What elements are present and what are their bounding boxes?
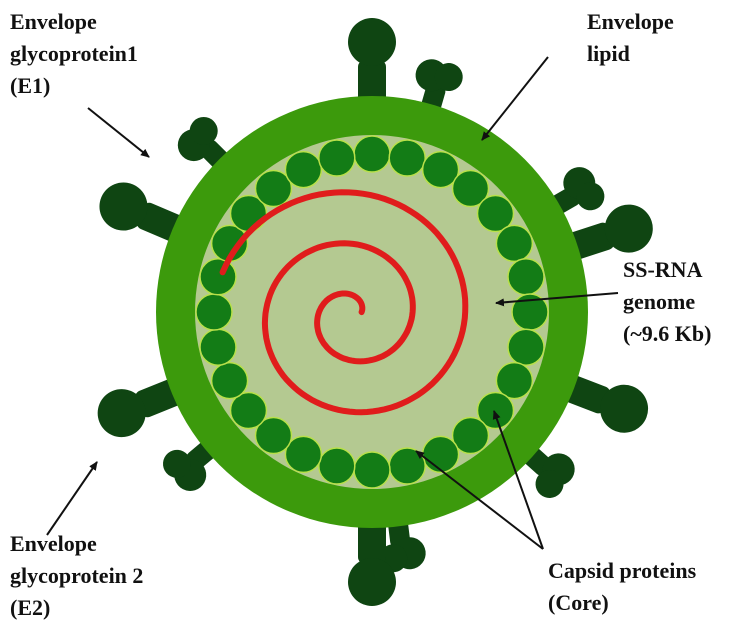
label-e1-line-1: Envelope: [10, 6, 138, 38]
capsid-protein: [196, 294, 232, 330]
capsid-protein: [423, 436, 459, 472]
label-capsid-line-1: Capsid proteins: [548, 555, 696, 587]
virus-interior: [195, 135, 549, 489]
capsid-protein: [354, 136, 390, 172]
label-e1-line-3: (E1): [10, 70, 138, 102]
label-rna-line-3: (~9.6 Kb): [623, 318, 711, 350]
label-e2-line-3: (E2): [10, 592, 143, 624]
label-lipid-line-1: Envelope: [587, 6, 674, 38]
label-e2-line-2: glycoprotein 2: [10, 560, 143, 592]
capsid-protein: [354, 452, 390, 488]
label-e1-line-2: glycoprotein1: [10, 38, 138, 70]
label-e2-line-1: Envelope: [10, 528, 143, 560]
label-rna-line-2: genome: [623, 286, 711, 318]
label-capsid: Capsid proteins (Core): [548, 555, 696, 619]
arrow-lipid: [482, 57, 548, 140]
capsid-protein: [389, 140, 425, 176]
capsid-protein: [285, 152, 321, 188]
label-rna-genome: SS-RNA genome (~9.6 Kb): [623, 254, 711, 350]
capsid-protein: [319, 140, 355, 176]
label-capsid-line-2: (Core): [548, 587, 696, 619]
capsid-protein: [200, 329, 236, 365]
capsid-protein: [508, 259, 544, 295]
label-envelope-lipid: Envelope lipid: [587, 6, 674, 70]
capsid-protein: [200, 259, 236, 295]
label-e1: Envelope glycoprotein1 (E1): [10, 6, 138, 102]
capsid-protein: [212, 363, 248, 399]
arrow-e1: [88, 108, 149, 157]
label-e2: Envelope glycoprotein 2 (E2): [10, 528, 143, 624]
label-lipid-line-2: lipid: [587, 38, 674, 70]
arrow-e2: [47, 462, 97, 535]
capsid-protein: [508, 329, 544, 365]
capsid-protein: [496, 225, 532, 261]
label-rna-line-1: SS-RNA: [623, 254, 711, 286]
capsid-protein: [319, 448, 355, 484]
